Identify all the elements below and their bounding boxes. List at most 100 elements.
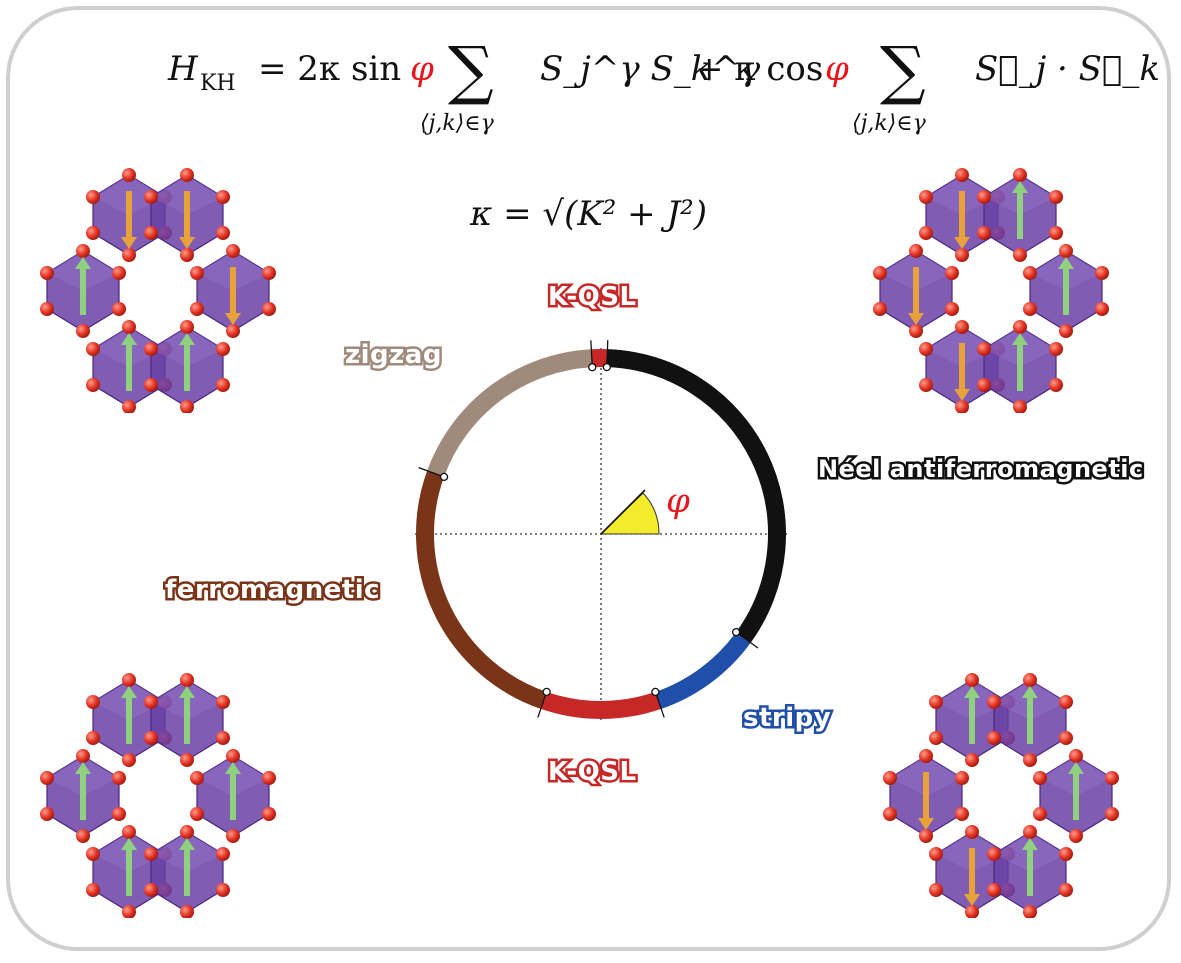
oxygen-atom xyxy=(883,807,897,821)
oxygen-atom xyxy=(40,302,54,316)
ring-segment xyxy=(655,632,751,709)
term1-body: S_j^γ S_k^γ xyxy=(540,49,761,89)
sum-symbol-1: ∑ xyxy=(448,34,494,108)
boundary-dot xyxy=(651,687,660,697)
oxygen-atom xyxy=(180,753,194,767)
oxygen-atom xyxy=(226,244,240,258)
oxygen-atom xyxy=(987,695,1001,709)
sum-index-1: ⟨j,k⟩∈γ xyxy=(420,111,495,136)
oxygen-atom xyxy=(144,378,158,392)
oxygen-atom xyxy=(965,673,979,687)
oxygen-atom xyxy=(1023,673,1037,687)
oxygen-atom xyxy=(180,168,194,182)
oxygen-atom xyxy=(1049,378,1063,392)
term1-prefix: = 2κ sin xyxy=(258,49,401,89)
oxygen-atom xyxy=(919,829,933,843)
oxygen-atom xyxy=(86,883,100,897)
oxygen-atom xyxy=(40,807,54,821)
spin-up-arrowhead xyxy=(179,686,195,698)
oxygen-atom xyxy=(216,847,230,861)
oxygen-atom xyxy=(1059,883,1073,897)
kappa-definition: κ = √(K² + J²) xyxy=(469,194,707,234)
oxygen-atom xyxy=(1023,302,1037,316)
oxygen-atom xyxy=(122,753,136,767)
oxygen-atom xyxy=(86,342,100,356)
spin-down-arrowhead xyxy=(918,818,934,830)
oxygen-atom xyxy=(929,731,943,745)
oxygen-atom xyxy=(190,807,204,821)
oxygen-atom xyxy=(86,847,100,861)
rounded-frame xyxy=(6,6,1171,951)
label-ferromagnetic: ferromagnetic xyxy=(162,573,382,608)
term2-prefix: + κ cos xyxy=(695,49,823,89)
oxygen-atom xyxy=(76,244,90,258)
boundary-dot xyxy=(542,687,551,697)
spin-up-arrowhead xyxy=(1068,762,1084,774)
oxygen-atom xyxy=(909,244,923,258)
oxygen-atom xyxy=(1049,190,1063,204)
oxygen-atom xyxy=(86,695,100,709)
oxygen-atom xyxy=(122,248,136,262)
oxygen-atom xyxy=(955,400,969,413)
oxygen-atom xyxy=(909,324,923,338)
spin-up-arrowhead xyxy=(121,686,137,698)
spin-up-arrowhead xyxy=(75,257,91,269)
spin-down-arrowhead xyxy=(954,389,970,401)
oxygen-atom xyxy=(76,749,90,763)
oxygen-atom xyxy=(1013,248,1027,262)
oxygen-atom xyxy=(1013,168,1027,182)
boundary-dot xyxy=(602,362,611,372)
oxygen-atom xyxy=(1059,847,1073,861)
spin-up-arrowhead xyxy=(1012,333,1028,345)
hamiltonian-formula: H KH = 2κ sin φ ∑ ⟨j,k⟩∈γ S_j^γ S_k^γ + … xyxy=(167,34,1160,234)
oxygen-atom xyxy=(180,248,194,262)
oxygen-atom xyxy=(86,731,100,745)
oxygen-atom xyxy=(180,320,194,334)
ring-segment xyxy=(540,691,662,719)
oxygen-atom xyxy=(919,749,933,763)
angle-ray xyxy=(600,489,646,535)
oxygen-atom xyxy=(1023,266,1037,280)
oxygen-atom xyxy=(977,226,991,240)
phase-boundary-markers xyxy=(418,340,759,718)
oxygen-atom xyxy=(1105,771,1119,785)
oxygen-atom xyxy=(919,190,933,204)
oxygen-atom xyxy=(919,342,933,356)
spin-up-arrowhead xyxy=(121,333,137,345)
oxygen-atom xyxy=(216,731,230,745)
label-zigzag: zigzag xyxy=(343,338,444,373)
sum-index-2: ⟨j,k⟩∈γ xyxy=(852,111,927,136)
spin-up-arrowhead xyxy=(75,762,91,774)
spin-up-arrowhead xyxy=(1058,257,1074,269)
oxygen-atom xyxy=(1059,324,1073,338)
spin-down-arrowhead xyxy=(225,313,241,325)
spin-up-arrowhead xyxy=(1022,838,1038,850)
oxygen-atom xyxy=(226,324,240,338)
oxygen-atom xyxy=(112,771,126,785)
oxygen-atom xyxy=(955,168,969,182)
oxygen-atom xyxy=(144,190,158,204)
spin-down-arrowhead xyxy=(121,237,137,249)
oxygen-atom xyxy=(76,324,90,338)
oxygen-atom xyxy=(262,771,276,785)
oxygen-atom xyxy=(945,302,959,316)
ring-segment xyxy=(427,349,593,477)
oxygen-atom xyxy=(965,825,979,839)
oxygen-atom xyxy=(977,378,991,392)
oxygen-atom xyxy=(122,905,136,918)
oxygen-atom xyxy=(1095,266,1109,280)
oxygen-atom xyxy=(86,226,100,240)
oxygen-atom xyxy=(122,825,136,839)
spin-down-arrowhead xyxy=(964,894,980,906)
oxygen-atom xyxy=(1069,749,1083,763)
angle-wedge xyxy=(599,492,660,535)
oxygen-atom xyxy=(919,226,933,240)
oxygen-atom xyxy=(226,829,240,843)
spin-up-arrowhead xyxy=(179,838,195,850)
oxygen-atom xyxy=(965,753,979,767)
oxygen-atom xyxy=(1095,302,1109,316)
oxygen-atom xyxy=(1013,320,1027,334)
oxygen-atom xyxy=(1069,829,1083,843)
oxygen-atom xyxy=(955,248,969,262)
spin-up-arrowhead xyxy=(1022,686,1038,698)
